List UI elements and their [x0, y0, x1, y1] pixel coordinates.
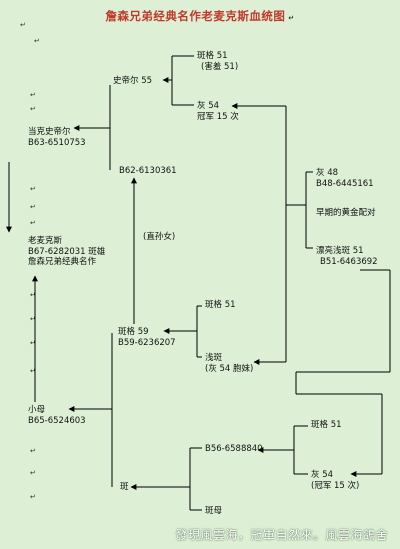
paragraph-mark: ↵	[30, 315, 36, 323]
paragraph-mark: ↵	[30, 91, 36, 99]
node-banmu: 斑母	[205, 506, 223, 516]
page-title: 詹森兄弟经典名作老麦克斯血统图 ↵	[105, 9, 295, 23]
paragraph-mark: ↵	[30, 219, 36, 227]
node-b62: B62-6130361	[119, 166, 177, 176]
paragraph-mark: ↵	[30, 367, 36, 375]
node-ban: 斑	[120, 482, 129, 492]
node-dangke-shidier: 当克史帝尔 B63-6510753	[28, 127, 86, 148]
node-bange51-top: 斑格 51 (害羞 51)	[197, 51, 239, 72]
node-bange51-bot: 斑格 51	[311, 420, 342, 430]
paragraph-mark: ↵	[30, 291, 36, 299]
paragraph-mark: ↵	[34, 37, 40, 45]
node-golden-pair-label: 早期的黄金配对	[316, 208, 376, 218]
paragraph-mark: ↵	[30, 447, 36, 455]
node-hui54-top: 灰 54 冠军 15 次	[197, 101, 239, 122]
paragraph-mark: ↵	[30, 469, 36, 477]
node-lao-maikesi: 老麦克斯 B67-6282031 斑雄 詹森兄弟经典名作	[28, 236, 106, 268]
paragraph-mark: ↵	[30, 105, 36, 113]
node-piaoliang-qianban: 漂亮浅斑 51 B51-6463692	[316, 246, 378, 267]
paragraph-mark: ↵	[30, 203, 36, 211]
node-qianban: 浅斑 (灰 54 胞妹)	[205, 353, 254, 374]
paragraph-mark: ↵	[30, 185, 36, 193]
watermark-text: 發現風雲海，冠軍自然來。風雲海鴿舍	[175, 528, 388, 542]
node-shidier-55: 史帝尔 55	[113, 76, 153, 86]
node-hui48: 灰 48 B48-6445161	[316, 168, 374, 189]
node-bange51-mid: 斑格 51	[205, 300, 236, 310]
paragraph-mark: ↵	[30, 493, 36, 501]
node-b56: B56-6588840	[205, 444, 263, 454]
paragraph-mark: ↵	[20, 21, 26, 29]
node-bange59: 斑格 59 B59-6236207	[118, 327, 176, 348]
node-hui54-bot: 灰 54 (冠军 15 次)	[311, 470, 360, 491]
note-zhisunnu: (直孙女)	[143, 232, 176, 242]
paragraph-mark: ↵	[30, 339, 36, 347]
node-xiaomu: 小母 B65-6524603	[28, 405, 86, 426]
